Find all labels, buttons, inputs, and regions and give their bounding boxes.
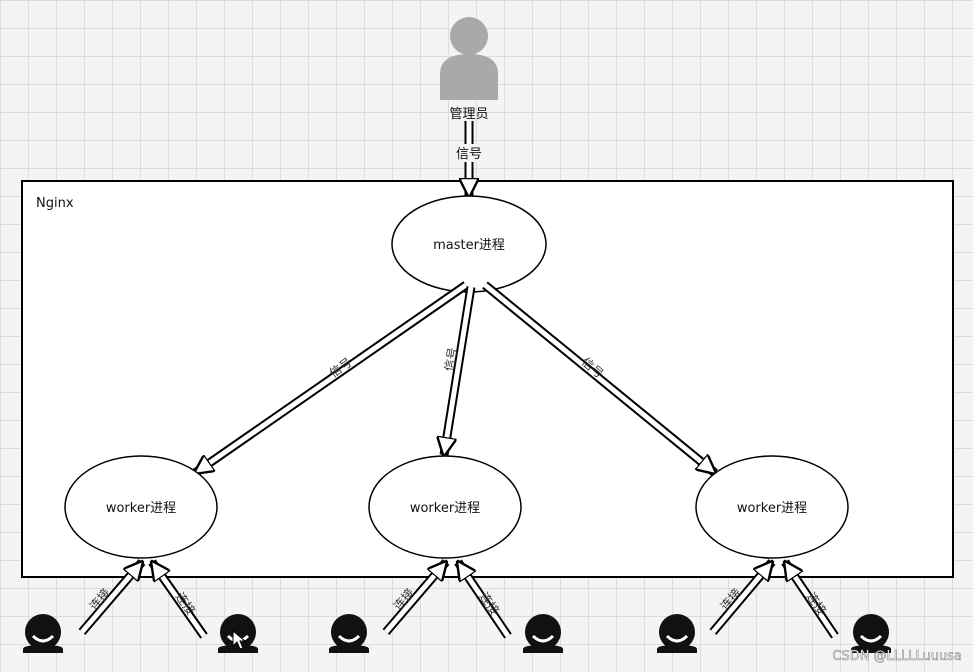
client-user-icon	[329, 614, 369, 653]
client-user-icon	[657, 614, 697, 653]
master-label: master进程	[433, 238, 505, 253]
worker-node-2[interactable]	[368, 455, 522, 559]
admin-label: 管理员	[449, 107, 488, 122]
worker-label-2: worker进程	[410, 501, 480, 516]
nginx-label: Nginx	[36, 196, 74, 211]
client-label-5: 连接	[717, 585, 744, 613]
client-label-1: 连接	[86, 585, 113, 613]
signal-label-bg	[452, 144, 486, 162]
client-user-icon	[523, 614, 563, 653]
client-arrows	[78, 562, 839, 639]
worker-node-3[interactable]	[695, 455, 849, 559]
worker-label-1: worker进程	[106, 501, 176, 516]
admin-user-icon	[440, 17, 498, 100]
mouse-cursor-icon	[232, 629, 247, 650]
worker-node-1[interactable]	[64, 455, 218, 559]
signal-label: 信号	[456, 147, 482, 162]
watermark: CSDN @LLLLLuuusa	[832, 649, 962, 664]
dispatch-label-2: 信号	[442, 346, 460, 372]
client-user-icon	[851, 614, 891, 653]
master-to-worker-3-arrow	[482, 281, 715, 477]
client-label-3: 连接	[390, 585, 417, 613]
master-to-worker-1-arrow	[195, 281, 469, 477]
client-user-icon	[23, 614, 63, 653]
master-to-worker-2-arrow	[444, 286, 476, 455]
client-user-icon	[218, 614, 258, 653]
worker-label-3: worker进程	[737, 501, 807, 516]
